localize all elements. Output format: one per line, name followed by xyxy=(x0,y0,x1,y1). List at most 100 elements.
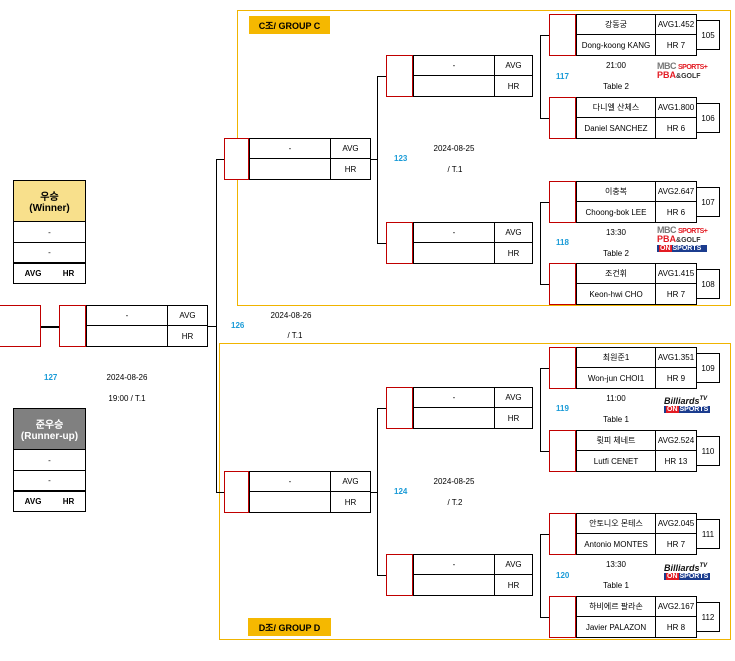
player-avg: AVG2.167 xyxy=(656,596,697,617)
player-seed-number: 107 xyxy=(697,187,720,217)
connector xyxy=(371,492,377,493)
player-seed-marker xyxy=(549,430,576,472)
match-120-time: 13:30 xyxy=(605,560,627,569)
player-hr: HR 7 xyxy=(656,35,697,56)
sf-seed-marker xyxy=(224,138,249,180)
player-name-en: Choong-bok LEE xyxy=(576,202,656,223)
sf-slot-blank xyxy=(249,492,331,513)
match-no-120: 120 xyxy=(556,571,570,580)
sf-hr: HR xyxy=(331,492,371,513)
sf-slot-name: - xyxy=(249,138,331,159)
player-seed-number: 110 xyxy=(697,436,720,466)
qf-avg: AVG xyxy=(495,55,533,76)
connector xyxy=(377,243,386,244)
player-seed-marker xyxy=(549,263,576,305)
match-124-date: 2024-08-25 xyxy=(433,477,475,486)
broadcast-117: MBC SPORTS+ PBA&GOLF xyxy=(657,61,708,81)
connector xyxy=(540,451,549,452)
connector xyxy=(216,159,224,160)
connector xyxy=(371,159,377,160)
final-slot-name: - xyxy=(86,305,168,326)
match-119-table: Table 1 xyxy=(603,415,629,424)
connector xyxy=(377,76,386,77)
final-connector xyxy=(41,326,59,328)
connector xyxy=(540,202,549,203)
match-no-117: 117 xyxy=(556,72,569,81)
player-seed-number: 112 xyxy=(697,602,720,632)
runner-hr-label: HR xyxy=(62,497,75,506)
player-seed-marker xyxy=(549,596,576,638)
player-seed-marker xyxy=(549,181,576,223)
connector xyxy=(540,35,549,36)
connector xyxy=(377,408,386,409)
qf-seed-marker xyxy=(386,55,413,97)
group-c-label: C조/ GROUP C xyxy=(249,16,330,34)
player-seed-number: 111 xyxy=(697,519,720,549)
match-no-119: 119 xyxy=(556,404,569,413)
final-seed-marker xyxy=(59,305,86,347)
runner-stats: AVG HR xyxy=(13,491,86,512)
player-name-kr: 이충복 xyxy=(576,181,656,202)
player-name-en: Javier PALAZON xyxy=(576,617,656,638)
winner-header: 우승(Winner) xyxy=(13,180,86,222)
runner-slot-2: - xyxy=(13,470,86,491)
qf-hr: HR xyxy=(495,408,533,429)
match-117-table: Table 2 xyxy=(603,82,629,91)
connector xyxy=(216,492,224,493)
player-hr: HR 13 xyxy=(656,451,697,472)
player-name-kr: 다니엘 산체스 xyxy=(576,97,656,118)
runner-avg-label: AVG xyxy=(24,497,42,506)
match-127-time-table: 19:00 / T.1 xyxy=(108,394,146,403)
player-avg: AVG2.524 xyxy=(656,430,697,451)
player-avg: AVG1.351 xyxy=(656,347,697,368)
connector xyxy=(208,326,216,327)
final-avg: AVG xyxy=(168,305,208,326)
player-name-en: Daniel SANCHEZ xyxy=(576,118,656,139)
qf-slot-name: - xyxy=(413,554,495,575)
qf-hr: HR xyxy=(495,243,533,264)
final-hr: HR xyxy=(168,326,208,347)
player-hr: HR 8 xyxy=(656,617,697,638)
player-name-kr: 륏피 체네트 xyxy=(576,430,656,451)
winner-avg-label: AVG xyxy=(24,269,42,278)
qf-seed-marker xyxy=(386,222,413,264)
connector xyxy=(540,284,549,285)
match-123-date: 2024-08-25 xyxy=(433,144,475,153)
qf-slot-blank xyxy=(413,408,495,429)
connector xyxy=(540,617,549,618)
match-117-time: 21:00 xyxy=(605,61,627,70)
match-127-date: 2024-08-26 xyxy=(106,373,148,382)
connector xyxy=(540,368,541,451)
group-d-label: D조/ GROUP D xyxy=(248,618,331,636)
sf-hr: HR xyxy=(331,159,371,180)
match-120-table: Table 1 xyxy=(603,581,629,590)
match-no-118: 118 xyxy=(556,238,569,247)
player-hr: HR 7 xyxy=(656,284,697,305)
runner-slot-1: - xyxy=(13,449,86,470)
match-118-table: Table 2 xyxy=(603,249,629,258)
player-name-kr: 강동궁 xyxy=(576,14,656,35)
qf-slot-name: - xyxy=(413,387,495,408)
connector xyxy=(377,76,378,243)
player-hr: HR 9 xyxy=(656,368,697,389)
player-name-en: Dong-koong KANG xyxy=(576,35,656,56)
match-no-127: 127 xyxy=(44,373,58,382)
player-avg: AVG1.800 xyxy=(656,97,697,118)
qf-avg: AVG xyxy=(495,554,533,575)
player-name-en: Lutfi CENET xyxy=(576,451,656,472)
connector xyxy=(377,575,386,576)
match-126-date: 2024-08-26 xyxy=(270,311,312,320)
connector xyxy=(540,35,541,118)
match-123-table: / T.1 xyxy=(447,165,463,174)
qf-seed-marker xyxy=(386,387,413,429)
runner-up-header: 준우승(Runner-up) xyxy=(13,408,86,450)
winner-stats: AVG HR xyxy=(13,263,86,284)
match-no-126: 126 xyxy=(231,321,245,330)
qf-slot-name: - xyxy=(413,55,495,76)
qf-avg: AVG xyxy=(495,222,533,243)
match-126-table: / T.1 xyxy=(287,331,303,340)
player-name-en: Keon-hwi CHO xyxy=(576,284,656,305)
